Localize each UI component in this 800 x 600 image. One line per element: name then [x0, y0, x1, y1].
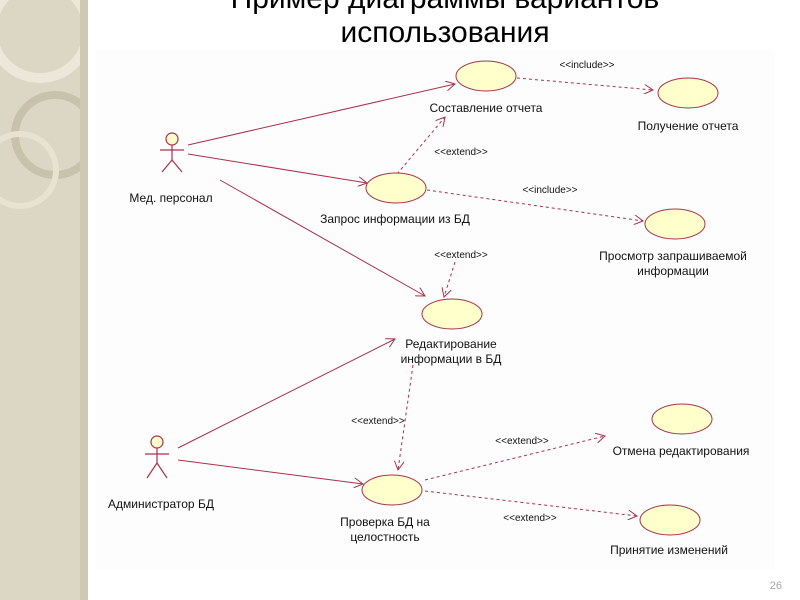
stereotype-include-2: <<include>> — [522, 185, 577, 196]
association-db-query — [187, 153, 367, 183]
actor-medical-staff — [160, 132, 184, 173]
use-case-db-check-label-2: целостность — [350, 530, 419, 544]
actor-db-admin — [145, 435, 169, 479]
use-case-compose-report — [455, 60, 517, 92]
stereotype-extend-3: <<extend>> — [351, 416, 405, 427]
use-case-view-requested — [644, 208, 706, 240]
use-case-db-check — [361, 474, 423, 506]
use-case-view-requested-label-2: информации — [637, 264, 709, 278]
use-case-accept-changes — [639, 504, 701, 536]
extend-edit-info — [444, 261, 456, 297]
slide-title: Пример диаграммы вариантов использования — [95, 0, 795, 50]
association-compose-report — [187, 84, 455, 146]
use-case-diagram: Мед. персонал Администратор БД — [95, 50, 775, 570]
include-get-report — [516, 77, 653, 90]
use-case-db-check-label-1: Проверка БД на — [340, 515, 430, 529]
decorative-sidebar — [0, 0, 88, 600]
use-case-accept-changes-label: Принятие изменений — [610, 543, 728, 557]
association-admin-edit-info — [177, 339, 395, 449]
dependencies — [396, 77, 653, 516]
use-case-view-requested-label-1: Просмотр запрашиваемой — [599, 249, 747, 263]
stereotype-extend-4: <<extend>> — [495, 436, 549, 447]
use-case-db-query — [365, 172, 427, 204]
use-case-cancel-edit — [651, 403, 713, 435]
diagram-canvas: Мед. персонал Администратор БД — [108, 60, 750, 557]
stereotype-include-1: <<include>> — [559, 60, 614, 71]
association-admin-db-check — [177, 459, 363, 484]
actor-medical-staff-label: Мед. персонал — [129, 191, 212, 205]
use-case-cancel-edit-label: Отмена редактирования — [613, 444, 750, 458]
associations — [177, 84, 455, 484]
include-view-requested — [426, 189, 643, 221]
use-cases — [361, 60, 719, 536]
extend-cancel-edit — [424, 436, 605, 481]
use-case-edit-info — [421, 298, 483, 330]
slide-number: 26 — [769, 580, 782, 592]
use-case-edit-info-label-2: информации в БД — [401, 352, 502, 366]
use-case-compose-report-label: Составление отчета — [430, 101, 543, 115]
extend-compose-report — [396, 117, 445, 175]
slide-title-line-1: Пример диаграммы вариантов — [95, 0, 795, 16]
stereotype-extend-1: <<extend>> — [434, 147, 488, 158]
stereotype-extend-2: <<extend>> — [434, 250, 488, 261]
use-case-db-query-label: Запрос информации из БД — [320, 212, 470, 226]
stereotype-extend-5: <<extend>> — [503, 513, 557, 524]
use-case-get-report — [657, 77, 719, 109]
slide-title-line-2: использования — [340, 16, 550, 49]
use-case-edit-info-label-1: Редактирование — [405, 337, 497, 351]
association-edit-info — [219, 179, 425, 296]
decorative-circles — [0, 0, 88, 600]
actor-db-admin-label: Администратор БД — [108, 497, 214, 511]
use-case-get-report-label: Получение отчета — [638, 119, 739, 133]
